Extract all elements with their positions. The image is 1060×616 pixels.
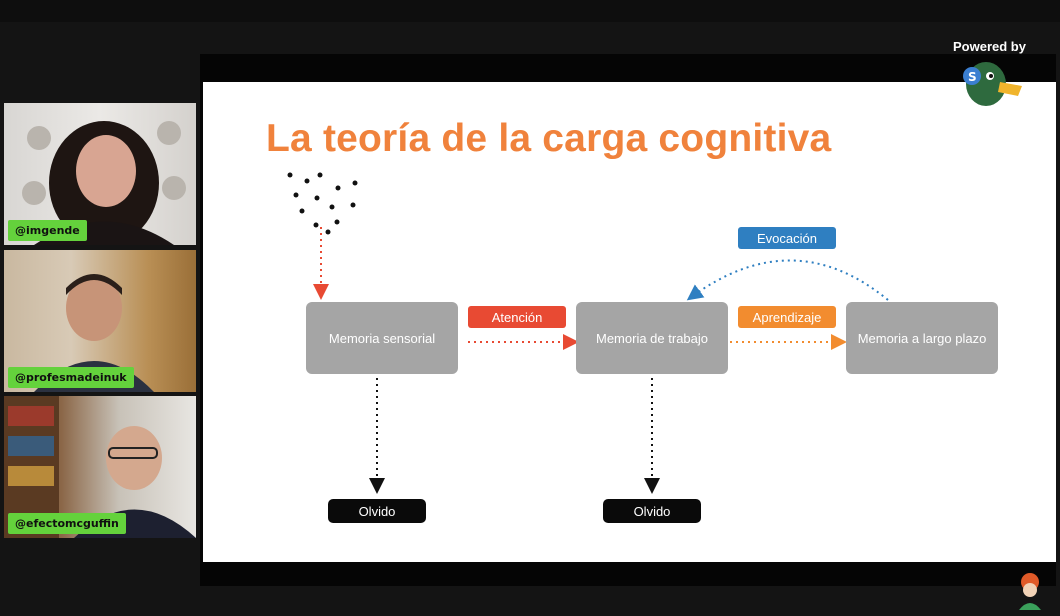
box-memoria-de-trabajo: Memoria de trabajo bbox=[576, 302, 728, 374]
participant-name-tag: @profesmadeinuk bbox=[8, 367, 134, 388]
label-evocacion: Evocación bbox=[738, 227, 836, 249]
stimulus-dots bbox=[287, 172, 358, 235]
diagram-connectors bbox=[287, 172, 889, 494]
label-aprendizaje: Aprendizaje bbox=[738, 306, 836, 328]
svg-text:S: S bbox=[968, 70, 977, 84]
participant-tile-efectomcguffin[interactable]: @efectomcguffin bbox=[4, 396, 196, 538]
participant-tile-imgende[interactable]: @imgende bbox=[4, 103, 196, 245]
avatar-logo-icon bbox=[1019, 573, 1041, 610]
box-memoria-largo-plazo: Memoria a largo plazo bbox=[846, 302, 998, 374]
participant-name-tag: @imgende bbox=[8, 220, 87, 241]
streamyard-duck-icon: S bbox=[963, 62, 1022, 106]
participant-tile-profesmadeinuk[interactable]: @profesmadeinuk bbox=[4, 250, 196, 392]
presentation-slide: La teoría de la carga cognitiva Memoria … bbox=[203, 82, 1056, 562]
participant-name-tag: @efectomcguffin bbox=[8, 513, 126, 534]
slide-title: La teoría de la carga cognitiva bbox=[266, 117, 832, 160]
label-atencion: Atención bbox=[468, 306, 566, 328]
box-memoria-sensorial: Memoria sensorial bbox=[306, 302, 458, 374]
top-bar bbox=[0, 0, 1060, 22]
powered-by-label: Powered by bbox=[953, 39, 1026, 54]
streamyard-watermark: StreamYard bbox=[937, 108, 1032, 127]
olvido-sensorial: Olvido bbox=[328, 499, 426, 523]
person-silhouette bbox=[22, 121, 186, 245]
participant-video bbox=[4, 103, 196, 245]
olvido-trabajo: Olvido bbox=[603, 499, 701, 523]
